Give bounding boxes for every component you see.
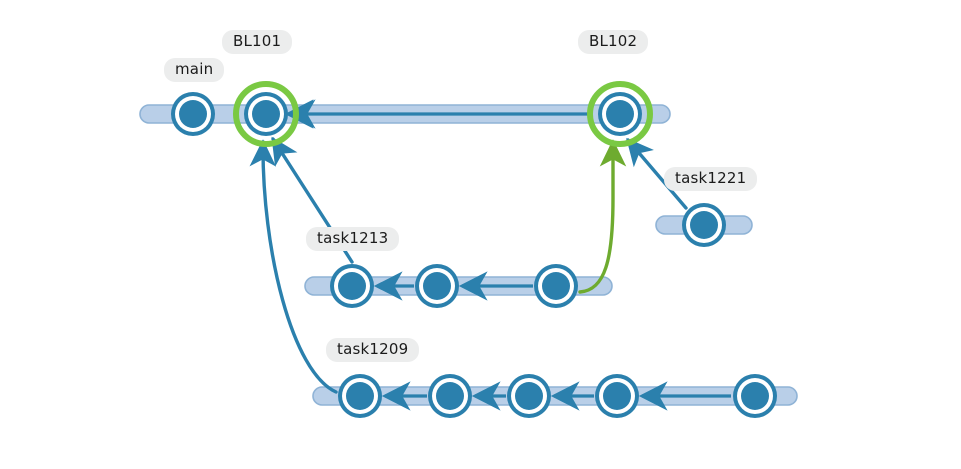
branch-arrows-layer [284,99,731,411]
commit-node-t1209-c1[interactable] [338,374,382,418]
highlight-ring-bl101-c1 [233,81,299,147]
node-core [252,100,280,128]
branch-label-bl102[interactable]: BL102 [578,30,649,54]
branch-label-bl101[interactable]: BL101 [222,30,293,54]
commit-node-t1221-c1[interactable] [682,203,726,247]
node-core [346,382,374,410]
node-core [603,382,631,410]
branch-label-task1209[interactable]: task1209 [326,338,420,362]
commit-node-t1213-c3[interactable] [534,264,578,308]
commit-node-bl101-c1[interactable] [244,92,288,136]
node-core [542,272,570,300]
highlight-ring-bl102-c1 [587,81,653,147]
commit-node-t1209-c2[interactable] [428,374,472,418]
commit-node-t1209-c3[interactable] [507,374,551,418]
commit-node-main-c1[interactable] [171,92,215,136]
branch-label-main[interactable]: main [164,58,225,82]
edge-task1221-to-bl102 [626,137,688,210]
node-core [606,100,634,128]
edge-task1209-to-bl101 [249,139,338,394]
node-core [338,272,366,300]
edge-task1213-to-bl102 [578,139,627,294]
commit-node-t1209-c4[interactable] [595,374,639,418]
highlight-rings-layer [233,81,653,147]
branch-label-task1221[interactable]: task1221 [664,167,758,191]
node-core [690,211,718,239]
node-core [436,382,464,410]
commit-node-t1209-c5[interactable] [733,374,777,418]
commit-node-t1213-c1[interactable] [330,264,374,308]
branch-tracks-layer [139,104,798,406]
commit-nodes-layer [171,92,777,418]
node-core [741,382,769,410]
node-core [515,382,543,410]
node-core [179,100,207,128]
commit-node-bl102-c1[interactable] [598,92,642,136]
branch-label-task1213[interactable]: task1213 [306,227,400,251]
commit-node-t1213-c2[interactable] [415,264,459,308]
node-core [423,272,451,300]
